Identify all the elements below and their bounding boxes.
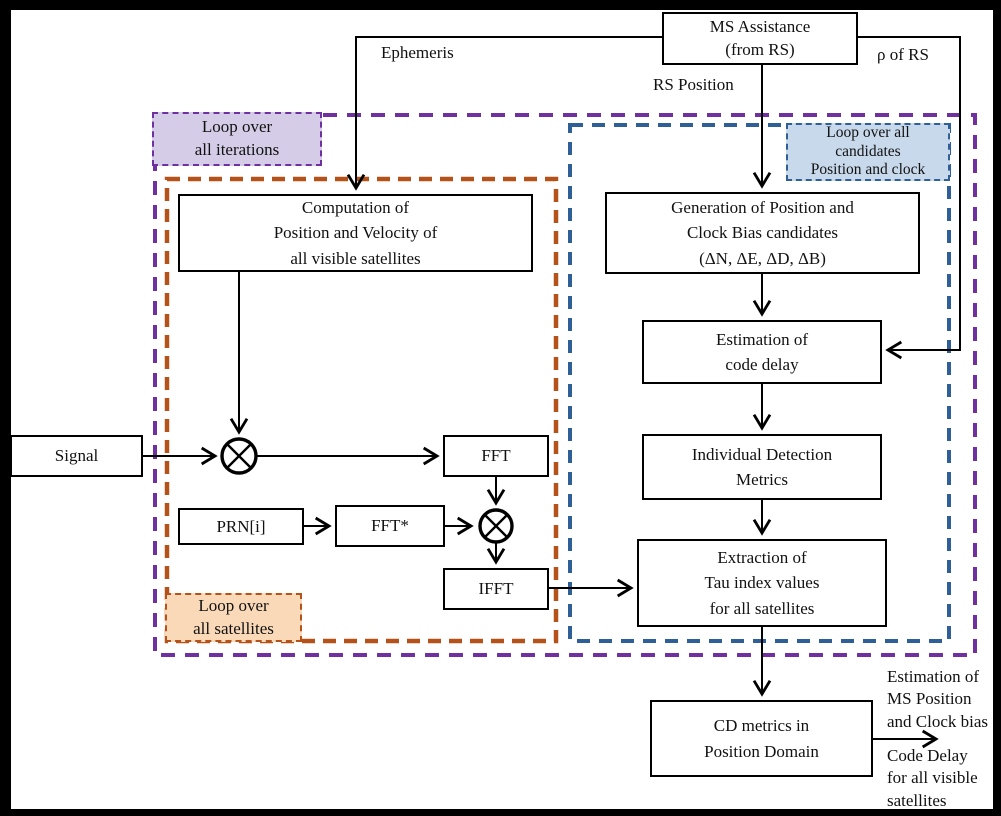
output-line: Code Delay <box>887 746 968 765</box>
loop-iterations-boundary <box>153 113 977 657</box>
multiplier-icon <box>478 508 514 544</box>
node-line: FFT <box>481 446 511 466</box>
node-fft: FFT <box>443 435 549 477</box>
node-cd-metrics: CD metrics in Position Domain <box>650 700 873 777</box>
node-prn: PRN[i] <box>178 508 304 545</box>
loop-label-satellites: Loop over all satellites <box>165 593 302 642</box>
edge-ephemeris <box>346 36 662 191</box>
node-line: CD metrics in <box>713 716 810 735</box>
loop-label-iterations: Loop over all iterations <box>152 112 322 166</box>
edge-label-rs-position: RS Position <box>653 75 734 94</box>
node-estimation-code-delay: Estimation of code delay <box>642 320 882 384</box>
node-line: code delay <box>725 355 799 374</box>
node-ms-assistance: MS Assistance (from RS) <box>662 12 858 65</box>
node-fft-conjugate: FFT* <box>335 505 445 547</box>
node-generation: Generation of Position and Clock Bias ca… <box>605 192 920 274</box>
loop-label-line: Position and clock <box>810 161 926 179</box>
loop-label-line: candidates <box>835 142 901 160</box>
output-line: Estimation of <box>887 667 980 686</box>
node-line: MS Assistance <box>709 16 811 36</box>
loop-candidates-boundary <box>568 123 951 643</box>
node-line: IFFT <box>478 579 514 599</box>
loop-label-candidates: Loop over all candidates Position and cl… <box>786 123 950 181</box>
node-line: all visible satellites <box>290 248 421 268</box>
node-line: Tau index values <box>704 573 820 593</box>
loop-label-line: all satellites <box>193 618 274 638</box>
output-label-code-delay: Code Delay for all visible satellites <box>887 745 997 812</box>
node-line: (ΔN, ΔE, ΔD, ΔB) <box>699 248 826 268</box>
edge-label-rho-of-rs: ρ of RS <box>877 45 929 64</box>
multiplier-icon <box>220 437 258 475</box>
node-line: Metrics <box>736 470 788 489</box>
edge-label-ephemeris: Ephemeris <box>381 43 454 62</box>
node-line: Individual Detection <box>691 444 833 464</box>
node-line: Position and Velocity of <box>273 223 438 243</box>
output-label-ms-position: Estimation of MS Position and Clock bias <box>887 666 997 733</box>
loop-label-line: Loop over <box>198 595 269 615</box>
node-line: Position Domain <box>704 741 819 761</box>
node-line: Estimation of <box>715 329 809 349</box>
output-line: MS Position <box>887 689 972 709</box>
node-signal: Signal <box>10 435 143 477</box>
loop-label-line: all iterations <box>194 140 280 159</box>
output-line: for all visible <box>887 768 978 788</box>
node-line: FFT* <box>371 516 409 536</box>
node-line: Computation of <box>301 197 410 217</box>
node-line: Generation of Position and <box>671 197 854 217</box>
node-line: Clock Bias candidates <box>686 223 839 243</box>
node-extraction-tau: Extraction of Tau index values for all s… <box>637 539 887 627</box>
node-line: PRN[i] <box>216 516 266 536</box>
node-line: Extraction of <box>717 547 807 567</box>
node-ifft: IFFT <box>443 568 549 610</box>
node-computation: Computation of Position and Velocity of … <box>178 194 533 272</box>
node-line: Signal <box>54 446 99 466</box>
node-line: (from RS) <box>725 39 795 59</box>
edge-rho-of-rs <box>858 36 961 360</box>
output-line: and Clock bias <box>887 711 989 731</box>
node-individual-detection: Individual Detection Metrics <box>642 434 882 500</box>
output-line: satellites <box>887 790 947 810</box>
loop-label-line: Loop over <box>201 117 273 137</box>
loop-label-line: Loop over all <box>826 123 910 141</box>
node-line: for all satellites <box>709 598 815 618</box>
